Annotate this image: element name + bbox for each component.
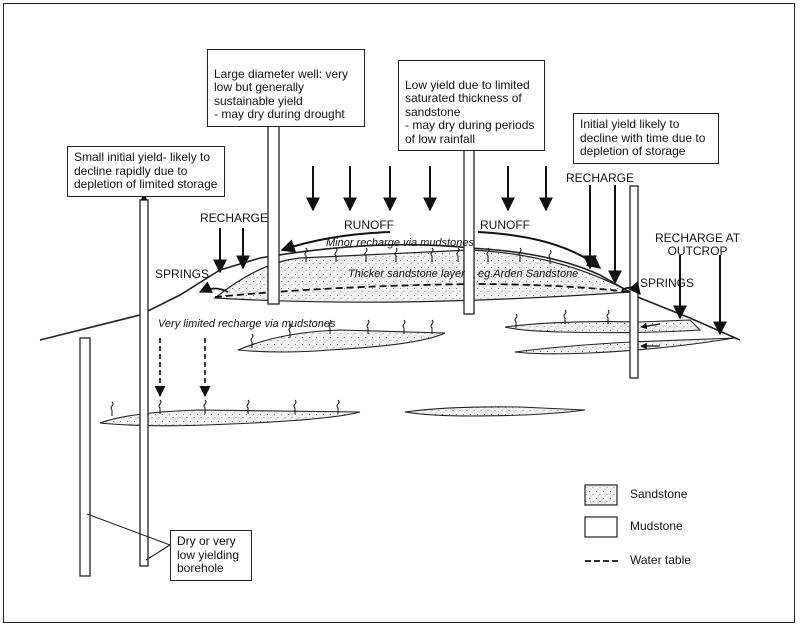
callout-dry-borehole-text: Dry or very low yielding borehole <box>177 534 240 575</box>
ground-surface <box>39 243 741 341</box>
dry-borehole-leader-1 <box>86 513 171 546</box>
dry-borehole-leader-2 <box>145 544 171 561</box>
callout-large-diameter-well: Large diameter well: very low but genera… <box>207 49 365 127</box>
callout-low-yield: Low yield due to limited saturated thick… <box>398 60 545 151</box>
well-low-yield <box>463 139 475 315</box>
runoff-arrow-right <box>477 231 602 269</box>
callout-small-initial-text: Small initial yield- likely to decline r… <box>74 150 218 191</box>
callout-small-initial-yield: Small initial yield- likely to decline r… <box>67 146 225 197</box>
sandstone-lens-right-lower <box>514 337 736 355</box>
springs-arrow-left <box>198 281 229 293</box>
sandstone-lens-right-upper <box>504 319 702 334</box>
water-table-line <box>214 283 631 298</box>
sandstone-lens-deep-right <box>404 406 586 417</box>
infiltration-markers <box>110 247 610 416</box>
legend-water-table-label: Water table <box>630 553 691 567</box>
label-springs-left: SPRINGS <box>155 267 210 281</box>
sandstone-lens-center <box>237 329 446 353</box>
recharge-arrows <box>213 166 727 336</box>
well-initial-yield <box>629 185 639 379</box>
legend-mudstone-swatch <box>584 516 618 538</box>
label-recharge-right: RECHARGE <box>566 171 635 185</box>
callout-initial-yield: Initial yield likely to decline with tim… <box>573 113 719 164</box>
legend-mudstone-label: Mudstone <box>630 519 683 533</box>
well-large-diameter <box>267 121 280 305</box>
figure-frame <box>3 3 795 623</box>
well-left-borehole <box>79 337 91 577</box>
label-recharge-outcrop: RECHARGE AT OUTCROP <box>655 231 741 258</box>
label-runoff-left: RUNOFF <box>344 218 394 232</box>
well-inflow-arrows <box>640 322 661 350</box>
legend-sandstone-swatch <box>584 484 618 506</box>
callout-low-yield-text: Low yield due to limited saturated thick… <box>405 77 535 146</box>
label-thicker-sandstone: Thicker sandstone layer <box>348 268 465 280</box>
label-runoff-right: RUNOFF <box>480 218 530 232</box>
label-springs-right: SPRINGS <box>640 276 695 290</box>
runoff-arrow-left <box>280 231 391 253</box>
sandstone-lens-deep-left <box>99 409 361 427</box>
well-small-initial <box>139 193 149 567</box>
callout-initial-yield-text: Initial yield likely to decline with tim… <box>580 117 706 158</box>
limited-recharge-dashed-arrows <box>154 338 211 398</box>
label-very-limited-recharge: Very limited recharge via mudstones <box>158 318 336 330</box>
legend-sandstone-label: Sandstone <box>630 487 688 501</box>
springs-arrow-right <box>621 281 641 295</box>
callout-dry-borehole: Dry or very low yielding borehole <box>170 530 252 581</box>
label-recharge-left: RECHARGE <box>200 211 269 225</box>
callout-large-well-text: Large diameter well: very low but genera… <box>214 66 349 121</box>
label-minor-recharge: Minor recharge via mudstones <box>326 237 474 249</box>
label-arden-sandstone: eg.Arden Sandstone <box>478 268 579 280</box>
